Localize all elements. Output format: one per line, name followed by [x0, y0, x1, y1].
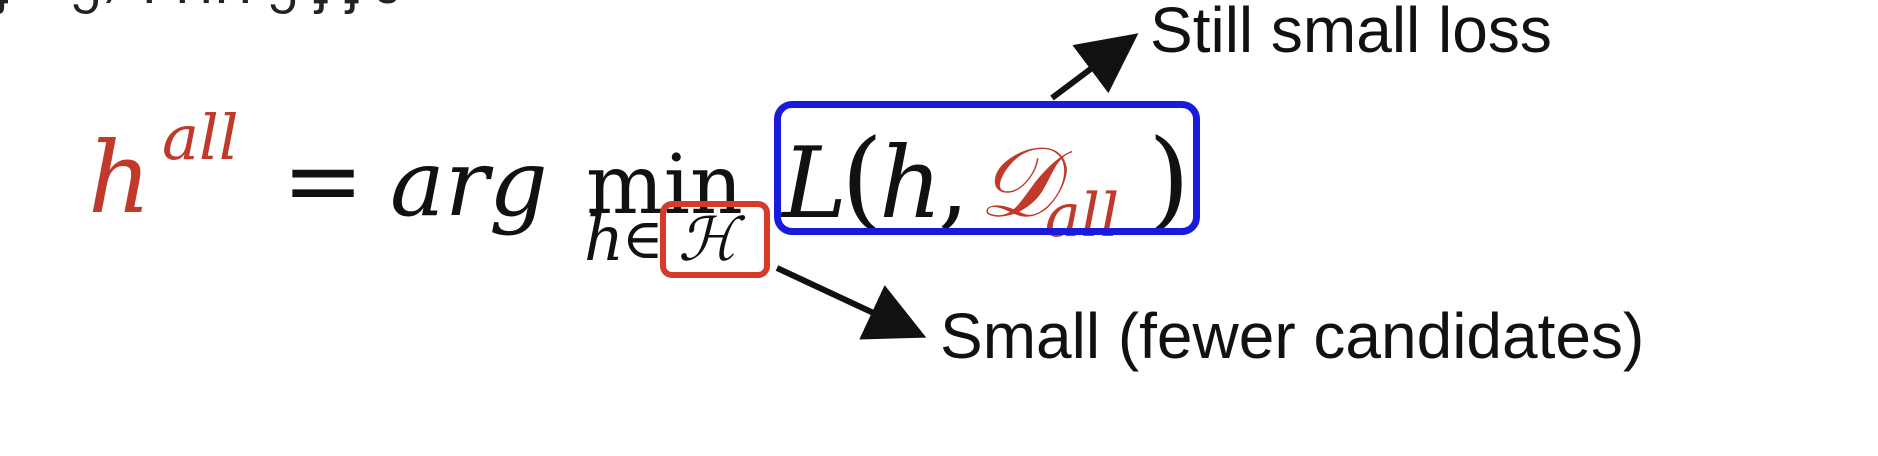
cropped-previous-line: ɟ ⌐ ʒ ∕ ᑭᑎᑎ ʒ ɟ ɟ ɛ [0, 0, 400, 16]
hypothesis-annotation-label: Small (fewer candidates) [940, 300, 1645, 372]
hypothesis-all-superscript: all [162, 101, 239, 174]
loss-open-paren: ( [841, 117, 884, 242]
hypothesis-note-arrow [775, 265, 927, 340]
hypothesis-set-highlight-box [660, 201, 770, 278]
loss-close-paren: ) [1148, 117, 1191, 242]
loss-comma: , [938, 127, 970, 241]
loss-argument: h [879, 127, 943, 241]
loss-highlight-box [774, 101, 1200, 235]
dataset-symbol: 𝒟 [978, 126, 1057, 240]
loss-note-arrow [1050, 33, 1139, 101]
hypothesis-set-symbol: ℋ [678, 205, 738, 275]
hypothesis-all-symbol: h [88, 122, 152, 236]
min-subscript-variable: h [584, 202, 624, 275]
dataset-subscript: all [1045, 181, 1120, 251]
loss-annotation-label: Still small loss [1150, 0, 1552, 66]
arg-operator: arg [390, 130, 548, 237]
equals-sign: = [282, 124, 365, 238]
min-subscript-element-of: ∈ [622, 207, 664, 272]
loss-function-symbol: L [782, 127, 848, 241]
